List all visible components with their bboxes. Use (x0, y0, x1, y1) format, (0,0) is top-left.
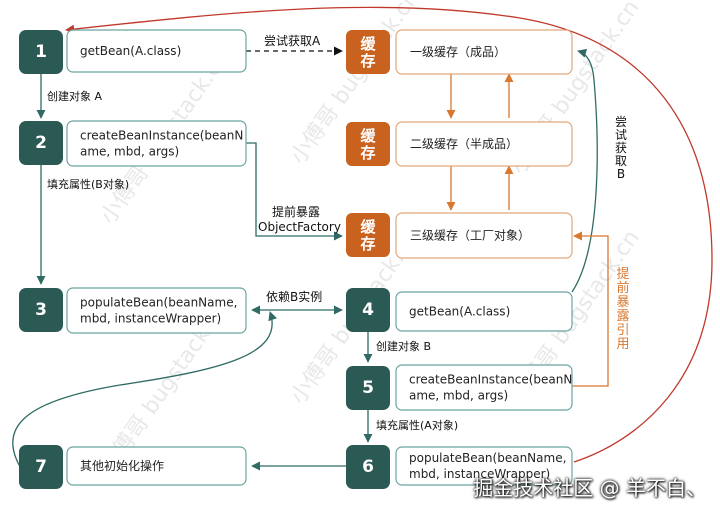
vertical-char: 提 (616, 266, 629, 282)
step-number-badge (346, 445, 390, 489)
step-number: 5 (362, 378, 374, 398)
cache-label: 一级缓存（成品） (410, 45, 506, 59)
cache-badge-text: 存 (360, 52, 375, 70)
step-number-badge (19, 121, 63, 165)
edge-label-early-expose: 提前暴露 (272, 204, 320, 219)
cache-box (395, 121, 573, 167)
arrow-early-expose-ref (572, 231, 609, 387)
vertical-char: 获 (615, 141, 627, 155)
step-number: 1 (35, 42, 47, 62)
vertical-char: 前 (616, 280, 629, 296)
arrow-return-to-3 (12, 311, 277, 471)
edge-label-create-b: 创建对象 B (376, 339, 431, 353)
cache-badge (346, 122, 390, 166)
step-text: populateBean(beanName, (409, 451, 566, 465)
vertical-char: 露 (616, 309, 629, 324)
step-text: createBeanInstance(beanN (409, 373, 572, 387)
step-text: ame, mbd, args) (409, 389, 508, 403)
arrow-try-get-b (571, 48, 598, 293)
step-number: 3 (35, 300, 47, 320)
arrow-early-expose (246, 142, 343, 241)
step-number-badge (19, 30, 63, 74)
edge-label-try-get-a: 尝试获取A (264, 33, 321, 48)
step-box (66, 29, 247, 73)
step-6: 6 populateBean(beanName, mbd, instanceWrap… (346, 445, 573, 489)
footer-watermark: 掘金技术社区 @ 羊不白、 (473, 476, 706, 500)
edge-label-create-a: 创建对象 A (47, 89, 102, 103)
step-text: 其他初始化操作 (80, 458, 164, 473)
vertical-char: 用 (616, 337, 629, 352)
cache-badge (346, 30, 390, 74)
cache-badge-text: 存 (360, 144, 375, 162)
step-box (395, 364, 573, 411)
step-text: getBean(A.class) (409, 305, 510, 319)
cache-badge-text: 存 (360, 235, 375, 253)
step-1: 1 getBean(A.class) (19, 29, 247, 74)
step-number-badge (346, 288, 390, 332)
edge-label-fill-b: 填充属性(B对象) (47, 177, 129, 191)
step-text: mbd, instanceWrapper) (80, 312, 221, 326)
step-number: 2 (35, 133, 47, 153)
step-box (66, 446, 247, 486)
cache-level-2: 缓存 二级缓存（半成品） (346, 121, 573, 167)
vertical-char: 尝 (615, 114, 627, 129)
step-number: 7 (35, 457, 47, 477)
step-text: ame, mbd, args) (80, 145, 179, 159)
step-7: 7 其他初始化操作 (19, 445, 247, 489)
step-number: 4 (362, 300, 374, 320)
step-5: 5 createBeanInstance(beanN ame, mbd, args) (346, 364, 573, 411)
step-number-badge (346, 366, 390, 410)
cache-label: 二级缓存（半成品） (410, 137, 518, 151)
cache-level-1: 缓存 一级缓存（成品） (346, 29, 573, 75)
step-box (66, 287, 247, 334)
vertical-char: 暴 (616, 295, 629, 310)
cache-badge-text: 缓 (360, 127, 376, 145)
step-text: getBean(A.class) (80, 44, 181, 58)
cache-label: 三级缓存（工厂对象） (410, 229, 530, 243)
step-2: 2 createBeanInstance(beanN ame, mbd, args) (19, 120, 247, 167)
cache-badge-text: 缓 (360, 35, 376, 53)
arrow-return-to-1 (65, 6, 713, 463)
vertical-char: 试 (615, 127, 627, 142)
edge-label-object-factory: ObjectFactory (258, 220, 341, 234)
vertical-char: 取 (615, 154, 627, 168)
step-4: 4 getBean(A.class) (346, 288, 573, 332)
step-box (66, 120, 247, 167)
step-3: 3 populateBean(beanName, mbd, instanceWrap… (19, 287, 247, 334)
edge-label-depend-b: 依赖B实例 (266, 289, 322, 304)
step-text: createBeanInstance(beanN (80, 129, 243, 143)
step-number-badge (19, 288, 63, 332)
vertical-char: B (617, 167, 625, 181)
edge-label-fill-a: 填充属性(A对象) (376, 418, 458, 432)
step-number: 6 (362, 457, 374, 477)
vertical-char: 引 (616, 323, 629, 338)
step-text: populateBean(beanName, (80, 296, 237, 310)
cache-badge (346, 213, 390, 257)
step-box (395, 291, 573, 332)
step-text: mbd, instanceWrapper) (409, 467, 550, 481)
cache-level-3: 缓存 三级缓存（工厂对象） (346, 212, 573, 259)
cache-box (395, 212, 573, 259)
cache-box (395, 29, 573, 75)
step-number-badge (19, 445, 63, 489)
cache-badge-text: 缓 (360, 218, 376, 236)
step-box (395, 446, 573, 486)
